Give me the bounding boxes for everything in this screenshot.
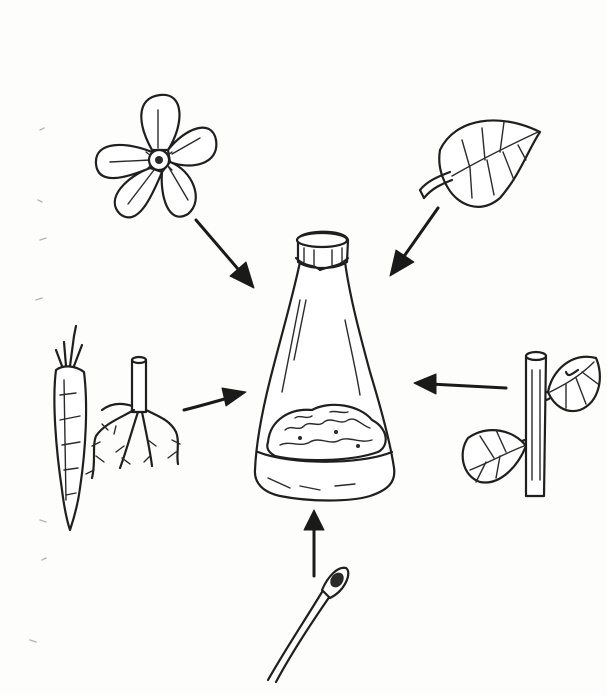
flower-illustration: [96, 95, 216, 218]
arrow-leaf-to-flask: [390, 208, 438, 276]
roots-illustration: [86, 357, 180, 478]
scan-artifacts: [30, 128, 46, 642]
arrow-stem-to-flask: [414, 374, 506, 394]
seed-spatula-illustration: [268, 568, 348, 682]
arrow-flower-to-flask: [196, 220, 254, 288]
leaf-illustration: [420, 120, 540, 206]
stem-with-leaves-illustration: [463, 352, 600, 496]
culture-flask: [255, 232, 394, 501]
arrow-roots-to-flask: [184, 388, 246, 410]
carrot-illustration: [54, 326, 86, 530]
arrow-seed-to-flask: [304, 510, 324, 576]
